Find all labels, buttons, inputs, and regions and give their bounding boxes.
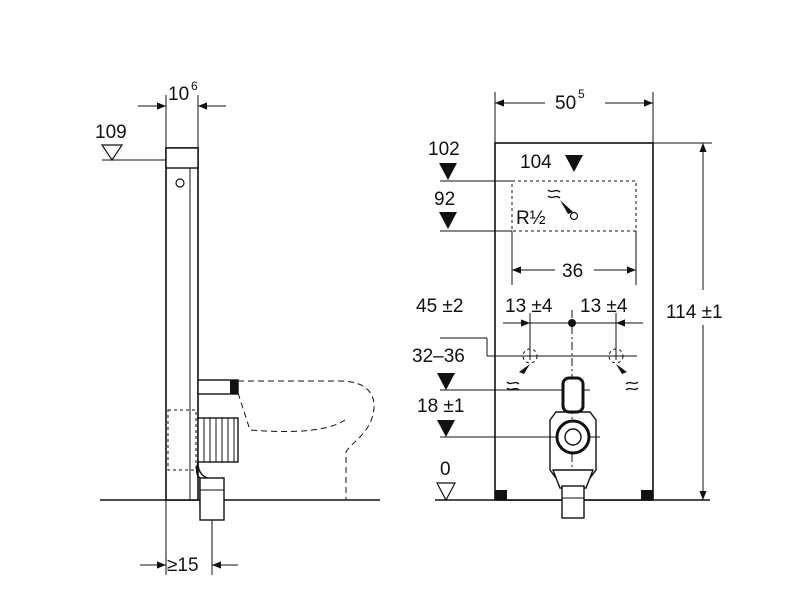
front-offset-left: 13 ±4 <box>505 296 553 317</box>
front-offset-right: 13 ±4 <box>580 296 628 317</box>
side-level-triangle-icon <box>100 144 124 162</box>
front-water-connection-right-icon <box>608 348 639 391</box>
front-height-label: 114 ±1 <box>666 302 723 323</box>
front-supply-label: R½ <box>516 208 546 229</box>
front-level-0-triangle-icon <box>436 482 456 502</box>
side-top-level-label: 109 <box>95 122 127 143</box>
side-frame-panel <box>165 147 199 501</box>
front-width-label: 50 <box>555 93 576 114</box>
front-level-32-36-triangle-icon <box>437 373 455 390</box>
front-level-32-36: 32–36 <box>412 346 465 367</box>
side-button-icon <box>175 178 185 188</box>
side-drain-bend <box>195 417 239 521</box>
front-level-0: 0 <box>440 459 451 480</box>
front-width-sup: 5 <box>578 87 585 101</box>
front-drain-assembly <box>549 376 597 519</box>
front-level-102-triangle-icon <box>439 163 457 180</box>
front-level-18: 18 ±1 <box>417 396 464 417</box>
front-view: 50 5 114 ±1 102 104 92 R½ 36 <box>412 87 723 519</box>
front-level-92: 92 <box>434 189 455 210</box>
side-depth-label: 10 <box>168 84 189 105</box>
front-level-18-triangle-icon <box>437 420 455 437</box>
side-toilet-outline <box>237 380 375 500</box>
front-level-45: 45 ±2 <box>416 296 463 317</box>
front-box-width-label: 36 <box>562 261 583 282</box>
front-level-102: 102 <box>428 139 460 160</box>
front-water-connection-left-icon <box>506 348 538 391</box>
side-floor-gap-label: ≥15 <box>167 555 199 576</box>
front-level-104-triangle-icon <box>565 155 583 172</box>
front-supply-valve-icon <box>547 189 579 221</box>
side-depth-sup: 6 <box>191 79 198 93</box>
front-supply-box <box>511 180 637 232</box>
front-level-104: 104 <box>520 152 552 173</box>
side-view: 10 6 109 ≥15 <box>95 79 380 576</box>
front-level-92-triangle-icon <box>439 212 457 229</box>
